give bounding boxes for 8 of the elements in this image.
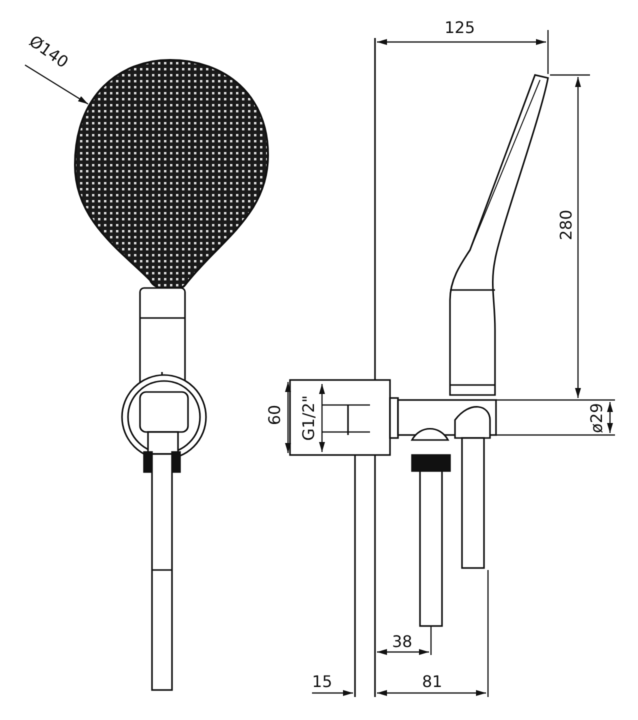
dimension-label: 81 xyxy=(422,674,442,690)
dimension-label: 15 xyxy=(312,674,332,690)
dimension-label: 125 xyxy=(444,20,476,36)
dimension-label: 38 xyxy=(392,634,412,650)
dimension-label: 280 xyxy=(558,210,574,240)
dimension-label: G1/2" xyxy=(300,395,317,441)
dimension-label: ø29 xyxy=(589,402,606,434)
dimension-label: 60 xyxy=(267,404,284,426)
